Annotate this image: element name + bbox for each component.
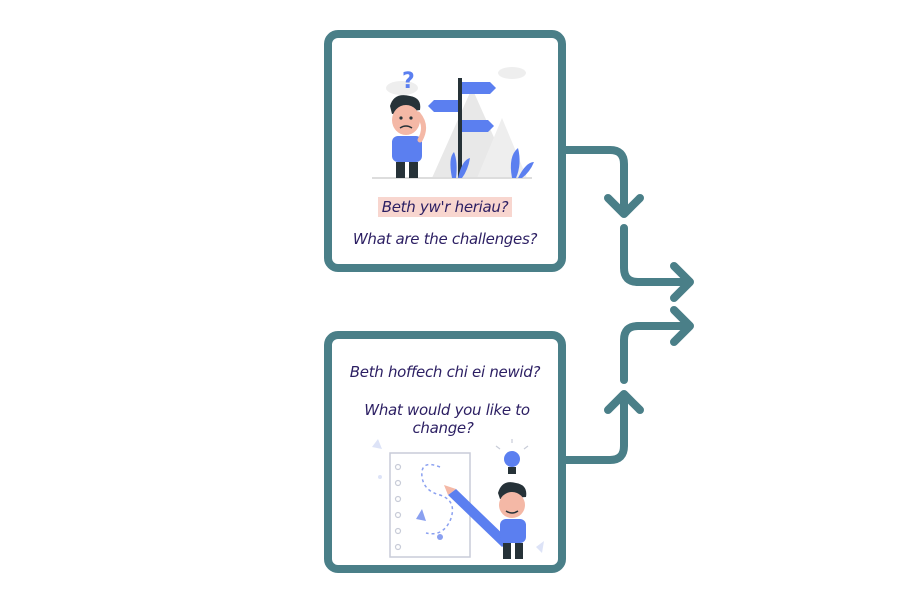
top-connector-to-output: [620, 224, 692, 286]
challenges-welsh-text: Beth yw'r heriau?: [332, 197, 558, 217]
planning-person-illustration: [372, 439, 544, 559]
signpost-icon: [428, 78, 496, 178]
bottom-up-arrowhead: [604, 390, 644, 414]
top-down-arrowhead: [604, 194, 644, 218]
lightbulb-icon: [495, 439, 529, 474]
challenges-english-text: What are the challenges?: [352, 230, 538, 248]
bottom-connector-to-output: [620, 322, 692, 384]
change-english-text: What would you like to change?: [364, 401, 530, 437]
pencil-icon: [444, 485, 510, 547]
top-connector-line: [562, 146, 628, 216]
bottom-connector-line: [562, 392, 628, 464]
person-figure: [390, 95, 426, 178]
bottom-output-arrowhead: [670, 306, 694, 346]
person-figure: [498, 482, 527, 559]
challenges-card: ? Beth yw'r heriau? What are the challen…: [324, 30, 566, 272]
top-output-arrowhead: [670, 262, 694, 302]
question-mark-icon: ?: [402, 69, 415, 94]
confused-person-illustration: ?: [372, 67, 534, 179]
change-welsh-text: Beth hoffech chi ei newid?: [349, 363, 541, 381]
change-card: Beth hoffech chi ei newid? What would yo…: [324, 331, 566, 573]
